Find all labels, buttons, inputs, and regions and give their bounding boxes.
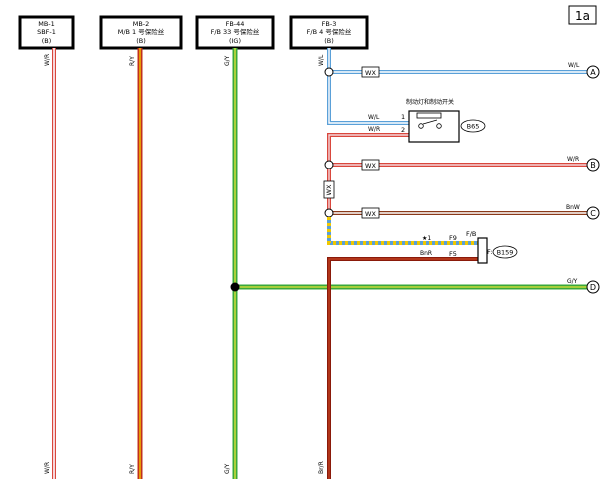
fuse-box-mb2: MB-2 M/B 1 号保险丝 (B) [99, 15, 183, 50]
fuse-box-fb3: FB-3 F/B 4 号保险丝 (B) [289, 15, 369, 50]
fuse-id: MB-2 [133, 20, 150, 28]
terminal-d: D [586, 280, 600, 294]
fb-connector-id: B159 [497, 249, 514, 257]
wire-label-bnr: BnR [420, 250, 432, 257]
switch-pin2: 2 [401, 126, 405, 134]
wx-marker-a: WX [361, 66, 380, 78]
wire-label-ry-bottom: R/Y [129, 464, 136, 474]
page-tag-text: 1a [575, 9, 590, 23]
switch-label: 制动灯和制动开关 [406, 98, 454, 106]
wx-vertical-label: WX [325, 184, 333, 195]
fuse-name: F/B 33 号保险丝 [211, 27, 260, 36]
fuse-name: F/B 4 号保险丝 [307, 27, 352, 36]
fuse-group: (B) [42, 37, 52, 45]
wire-wr-vertical: W/R W/R [44, 48, 56, 479]
wire-brr: Br/R BnR [318, 250, 478, 479]
fuse-id: FB-44 [226, 20, 245, 28]
fb-note: ★1 [422, 235, 431, 242]
fuse-box-mb1: MB-1 SBF-1 (B) [18, 15, 75, 50]
fb-connector: F/B F9 F5 F: B159 [449, 230, 518, 264]
wire-label-gy-d: G/Y [567, 278, 578, 285]
fb-prefix: F: [487, 248, 492, 256]
fuse-id: MB-1 [38, 20, 55, 28]
wire-label-gy-bottom: G/Y [224, 463, 231, 474]
wire-label-wr-b: W/R [567, 156, 579, 163]
wire-label-bnw: BnW [566, 204, 580, 211]
fb-pin-f9: F9 [449, 234, 457, 242]
fb-pin-f5: F5 [449, 250, 457, 258]
switch-connector: B65 [467, 123, 480, 131]
fuse-group: (B) [136, 37, 146, 45]
wire-label-wr-bottom: W/R [44, 462, 51, 474]
terminal-label: B [590, 161, 596, 170]
terminal-label: C [590, 209, 596, 218]
wire-label-wl-top: W/L [318, 54, 325, 66]
wire-label-wl-a: W/L [568, 62, 580, 69]
wire-f9: ★1 [327, 217, 478, 245]
fuse-id: FB-3 [322, 20, 337, 28]
splice-dot [230, 282, 240, 292]
terminal-c: C [586, 206, 600, 220]
wire-label-wr-top: W/R [44, 54, 51, 66]
fuse-name: M/B 1 号保险丝 [118, 27, 165, 36]
wire-gy-to-d: G/Y [230, 278, 588, 292]
wx-marker-b: WX [361, 159, 380, 171]
fuse-box-fb44: FB-44 F/B 33 号保险丝 (IG) [195, 15, 275, 50]
wx-label: WX [365, 69, 376, 77]
wire-label-ry-top: R/Y [129, 56, 136, 66]
fb-label: F/B [466, 230, 476, 238]
wire-label-wr-switch: W/R [368, 126, 380, 133]
fuse-name: SBF-1 [37, 28, 56, 36]
wire-gy-vertical: G/Y G/Y [224, 48, 238, 479]
wx-label: WX [365, 210, 376, 218]
fuse-group: (B) [324, 37, 334, 45]
page-tag: 1a [568, 5, 597, 25]
terminal-label: A [590, 68, 596, 77]
terminal-a: A [586, 65, 600, 79]
terminal-label: D [590, 283, 596, 292]
wire-ry-vertical: R/Y R/Y [129, 48, 143, 479]
wx-marker-c: WX [361, 207, 380, 219]
wire-label-wl-switch: W/L [368, 114, 380, 121]
terminal-b: B [586, 158, 600, 172]
fuse-group: (IG) [229, 37, 241, 45]
switch-pin1: 1 [401, 113, 405, 121]
brake-switch: 制动灯和制动开关 1 2 B65 [401, 98, 486, 143]
wx-marker-vertical: WX [323, 180, 335, 199]
wx-label: WX [365, 162, 376, 170]
wire-label-brr-bottom: Br/R [318, 461, 325, 474]
wire-label-gy-top: G/Y [224, 55, 231, 66]
